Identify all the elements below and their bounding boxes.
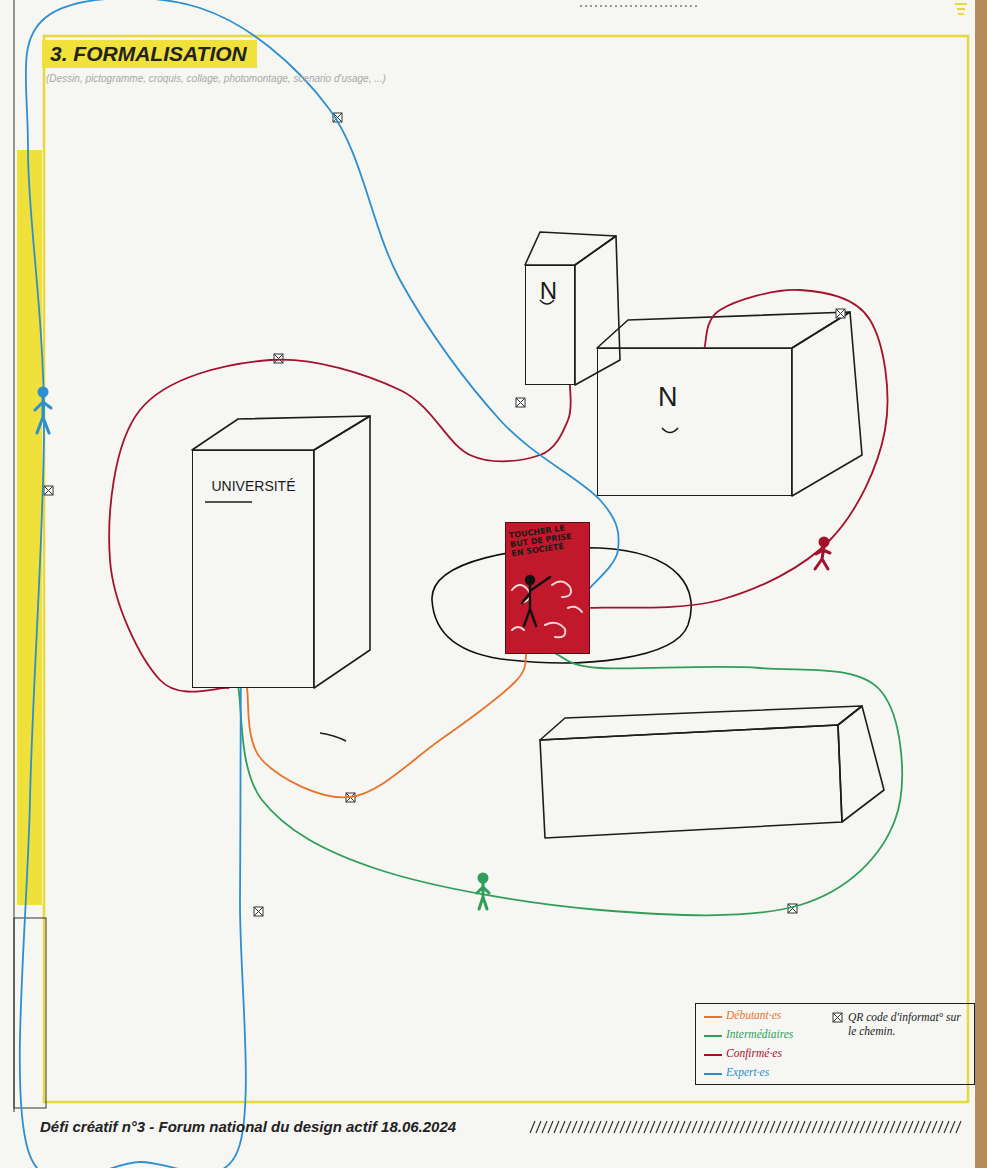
walker-intermediate — [477, 874, 489, 909]
building-name: N — [658, 383, 788, 413]
qr-marker — [274, 354, 283, 363]
logo-smile — [662, 428, 678, 433]
qr-marker — [254, 907, 263, 916]
legend-entry: Intermédiaires — [704, 1027, 834, 1045]
qr-markers — [44, 113, 845, 916]
building-side — [314, 416, 370, 688]
dash-mark — [320, 733, 346, 741]
sheet-title: 3. FORMALISATION — [42, 40, 257, 68]
dotted-line — [580, 5, 700, 7]
legend-entry: Expert·es — [704, 1065, 834, 1083]
legend-entry: QR code d'informat° sur le chemin. — [832, 1010, 970, 1039]
bulb-icon — [955, 4, 967, 14]
building-top — [597, 312, 850, 348]
frame — [44, 36, 968, 1102]
side-box — [14, 918, 46, 1108]
wood-table — [975, 0, 987, 1168]
walking-route — [247, 654, 526, 797]
board-slogan: TOUCHER LE BUT DE PRISE EN SOCIÉTÉ — [509, 522, 588, 559]
university-building: UNIVERSITÉ — [192, 450, 314, 688]
building: N — [525, 265, 575, 385]
legend-column: Débutant·esIntermédiairesConfirmé·esExpe… — [704, 1008, 834, 1084]
poster-board: TOUCHER LE BUT DE PRISE EN SOCIÉTÉ — [505, 522, 590, 654]
building-name: UNIVERSITÉ — [197, 479, 310, 494]
building-side — [792, 312, 862, 496]
legend-text: Intermédiaires — [726, 1027, 793, 1041]
underline — [205, 501, 252, 503]
legend-entry: Confirmé·es — [704, 1046, 834, 1064]
legend-entry: Débutant·es — [704, 1008, 834, 1026]
building-faces — [192, 232, 884, 838]
walkers — [35, 388, 830, 909]
building-top — [540, 706, 862, 740]
qr-marker — [44, 486, 53, 495]
walking-route — [20, 0, 619, 1168]
legend-text: Débutant·es — [726, 1008, 781, 1022]
walking-route — [109, 360, 571, 692]
building-top — [525, 232, 616, 265]
qr-marker — [516, 398, 525, 407]
footer-caption: Défi créatif n°3 - Forum national du des… — [40, 1118, 456, 1135]
building-side — [838, 706, 884, 822]
legend-box: Débutant·esIntermédiairesConfirmé·esExpe… — [695, 1003, 975, 1085]
legend-swatch — [704, 1073, 722, 1075]
legend-swatch — [704, 1016, 722, 1018]
building: N — [597, 348, 792, 496]
instruction-note: (Dessin, pictogramme, croquis, collage, … — [46, 73, 566, 84]
building-front — [540, 725, 842, 838]
qr-symbol — [832, 1012, 844, 1024]
legend-text: Confirmé·es — [726, 1046, 782, 1060]
qr-marker — [836, 309, 845, 318]
building-name: N — [526, 278, 571, 304]
legend-swatch — [704, 1035, 722, 1037]
legend-text: Expert·es — [726, 1065, 769, 1079]
qr-square — [833, 1013, 842, 1022]
qr-cross — [833, 1013, 842, 1022]
legend-text: QR code d'informat° sur le chemin. — [848, 1010, 970, 1039]
legend-swatch — [704, 1054, 722, 1056]
walking-route — [238, 654, 902, 915]
legend-column: QR code d'informat° sur le chemin. — [832, 1010, 970, 1040]
walking-route — [590, 290, 887, 608]
footer-hatch — [530, 1121, 961, 1133]
